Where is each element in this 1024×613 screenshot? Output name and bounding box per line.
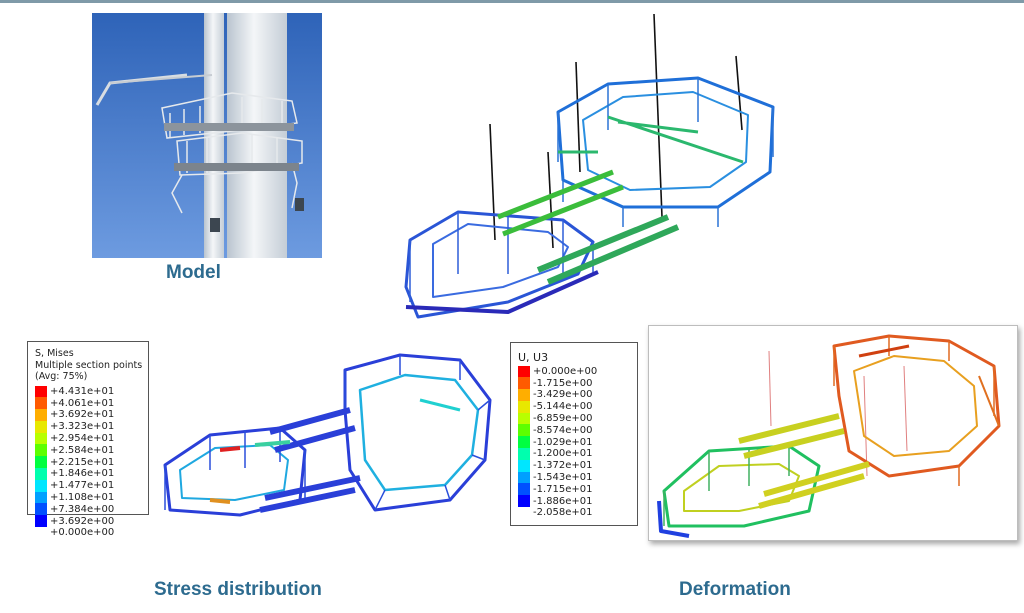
legend-swatch bbox=[35, 479, 47, 492]
stress-legend-avg: (Avg: 75%) bbox=[35, 371, 88, 382]
legend-value: +3.323e+01 bbox=[50, 421, 115, 433]
legend-row: -1.372e+01 bbox=[518, 459, 637, 472]
legend-value: -5.144e+00 bbox=[533, 401, 593, 413]
deformation-legend: U, U3 +0.000e+00-1.715e+00-3.429e+00-5.1… bbox=[510, 342, 638, 526]
legend-row: +1.477e+01 bbox=[35, 479, 148, 492]
legend-value: -1.372e+01 bbox=[533, 460, 593, 472]
legend-swatch bbox=[518, 448, 530, 460]
stress-legend-title: S, Mises bbox=[35, 348, 74, 359]
legend-swatch bbox=[518, 424, 530, 437]
legend-row: -2.058e+01 bbox=[518, 507, 637, 519]
legend-row: +0.000e+00 bbox=[35, 527, 148, 539]
legend-value: +2.954e+01 bbox=[50, 433, 115, 445]
legend-swatch bbox=[518, 507, 530, 519]
deformation-legend-header: U, U3 bbox=[518, 352, 637, 364]
legend-value: +2.584e+01 bbox=[50, 444, 115, 456]
model-photo-image bbox=[92, 13, 322, 258]
legend-value: -8.574e+00 bbox=[533, 424, 593, 436]
legend-row: +1.846e+01 bbox=[35, 468, 148, 480]
legend-row: -1.543e+01 bbox=[518, 471, 637, 484]
stress-distribution-plot bbox=[163, 353, 492, 517]
legend-value: +7.384e+00 bbox=[50, 503, 115, 515]
legend-swatch bbox=[35, 456, 47, 469]
legend-swatch bbox=[35, 503, 47, 516]
legend-value: +0.000e+00 bbox=[533, 365, 598, 377]
legend-value: -1.029e+01 bbox=[533, 436, 593, 448]
legend-row: -1.886e+01 bbox=[518, 495, 637, 508]
legend-swatch bbox=[518, 471, 530, 484]
legend-value: +4.431e+01 bbox=[50, 385, 115, 397]
legend-row: +3.692e+01 bbox=[35, 409, 148, 421]
legend-swatch bbox=[35, 468, 47, 480]
legend-row: -8.574e+00 bbox=[518, 424, 637, 437]
legend-value: +3.692e+00 bbox=[50, 515, 115, 527]
legend-value: -6.859e+00 bbox=[533, 413, 593, 425]
deformation-plot-frame bbox=[648, 325, 1018, 541]
legend-row: -1.200e+01 bbox=[518, 448, 637, 460]
legend-swatch bbox=[35, 420, 47, 433]
legend-row: +4.431e+01 bbox=[35, 385, 148, 398]
legend-value: +2.215e+01 bbox=[50, 456, 115, 468]
legend-swatch bbox=[518, 377, 530, 390]
caption-stress-distribution: Stress distribution bbox=[154, 579, 322, 600]
legend-value: +1.846e+01 bbox=[50, 468, 115, 480]
legend-row: +7.384e+00 bbox=[35, 503, 148, 516]
legend-swatch bbox=[518, 436, 530, 449]
caption-deformation: Deformation bbox=[679, 579, 791, 600]
legend-value: -1.200e+01 bbox=[533, 448, 593, 460]
legend-value: -2.058e+01 bbox=[533, 507, 593, 519]
legend-swatch bbox=[518, 495, 530, 508]
legend-value: -1.543e+01 bbox=[533, 472, 593, 484]
legend-row: -3.429e+00 bbox=[518, 389, 637, 401]
legend-row: -5.144e+00 bbox=[518, 400, 637, 413]
legend-swatch bbox=[35, 444, 47, 457]
legend-row: +1.108e+01 bbox=[35, 491, 148, 504]
legend-value: +4.061e+01 bbox=[50, 397, 115, 409]
legend-swatch bbox=[518, 389, 530, 401]
legend-value: -1.715e+00 bbox=[533, 377, 593, 389]
stress-legend-scale: +4.431e+01+4.061e+01+3.692e+01+3.323e+01… bbox=[35, 385, 148, 539]
legend-value: -1.886e+01 bbox=[533, 495, 593, 507]
legend-value: -3.429e+00 bbox=[533, 389, 593, 401]
legend-row: +3.323e+01 bbox=[35, 420, 148, 433]
legend-row: +0.000e+00 bbox=[518, 365, 637, 378]
legend-swatch bbox=[518, 459, 530, 472]
deformation-legend-title: U, U3 bbox=[518, 351, 549, 364]
model-photo bbox=[92, 13, 322, 258]
legend-swatch bbox=[35, 527, 47, 539]
legend-row: +3.692e+00 bbox=[35, 515, 148, 528]
model-wireframe-diagram bbox=[404, 13, 775, 319]
legend-value: +0.000e+00 bbox=[50, 527, 115, 539]
legend-row: -1.715e+00 bbox=[518, 377, 637, 390]
legend-row: +2.215e+01 bbox=[35, 456, 148, 469]
legend-swatch bbox=[518, 400, 530, 413]
legend-swatch bbox=[35, 397, 47, 410]
legend-row: +2.954e+01 bbox=[35, 432, 148, 445]
deformation-legend-scale: +0.000e+00-1.715e+00-3.429e+00-5.144e+00… bbox=[518, 365, 637, 519]
legend-value: -1.715e+01 bbox=[533, 483, 593, 495]
legend-swatch bbox=[35, 491, 47, 504]
legend-value: +1.108e+01 bbox=[50, 492, 115, 504]
stress-legend-subtitle: Multiple section points bbox=[35, 359, 143, 371]
legend-row: +4.061e+01 bbox=[35, 397, 148, 410]
legend-swatch bbox=[35, 432, 47, 445]
caption-model: Model bbox=[166, 262, 221, 283]
legend-value: +1.477e+01 bbox=[50, 480, 115, 492]
legend-swatch bbox=[518, 483, 530, 496]
legend-swatch bbox=[35, 515, 47, 528]
legend-row: -6.859e+00 bbox=[518, 412, 637, 425]
legend-row: -1.715e+01 bbox=[518, 483, 637, 496]
top-border bbox=[0, 0, 1024, 3]
stress-legend: S, Mises Multiple section points (Avg: 7… bbox=[27, 341, 149, 538]
legend-row: +2.584e+01 bbox=[35, 444, 148, 457]
legend-row: -1.029e+01 bbox=[518, 436, 637, 449]
legend-swatch bbox=[35, 385, 47, 398]
stress-legend-header: S, Mises Multiple section points (Avg: 7… bbox=[35, 348, 148, 383]
legend-value: +3.692e+01 bbox=[50, 409, 115, 421]
legend-swatch bbox=[518, 365, 530, 378]
legend-swatch bbox=[35, 409, 47, 421]
deformation-plot bbox=[657, 334, 1001, 538]
legend-swatch bbox=[518, 412, 530, 425]
